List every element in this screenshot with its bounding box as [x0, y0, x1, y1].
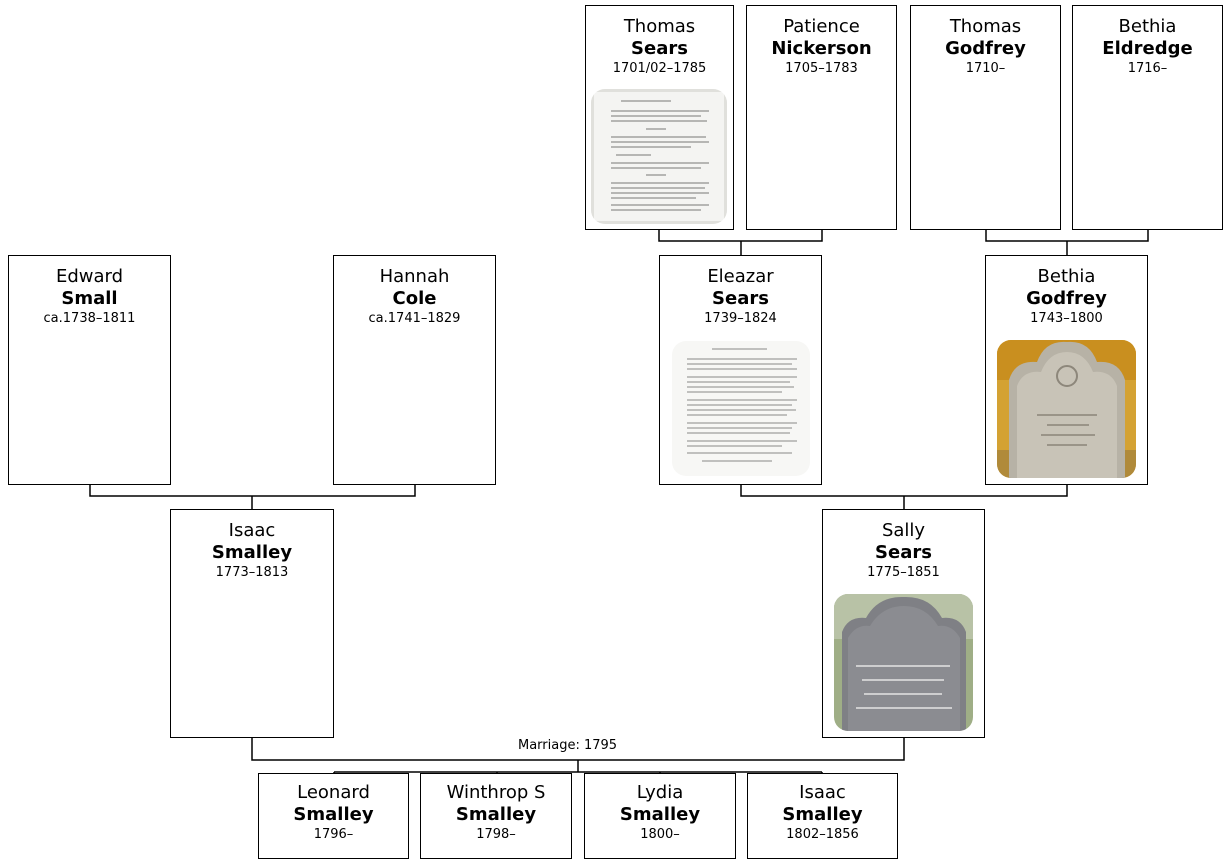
first-name: Patience	[783, 16, 860, 37]
person-card-hannah-cole[interactable]: Hannah Cole ca.1741–1829	[333, 255, 496, 485]
life-years: 1796–	[313, 827, 354, 842]
person-card-winthrop-smalley[interactable]: Winthrop S Smalley 1798–	[420, 773, 572, 859]
first-name: Bethia	[1037, 266, 1096, 287]
gravestone-photo	[834, 594, 973, 731]
last-name: Small	[61, 288, 118, 309]
person-card-sally-sears[interactable]: Sally Sears 1775–1851	[822, 509, 985, 738]
last-name: Godfrey	[1026, 288, 1107, 309]
life-years: ca.1738–1811	[43, 311, 136, 326]
document-photo	[591, 89, 727, 224]
first-name: Eleazar	[707, 266, 774, 287]
first-name: Thomas	[623, 16, 696, 37]
last-name: Godfrey	[945, 38, 1026, 59]
first-name: Bethia	[1118, 16, 1177, 37]
person-card-thomas-godfrey[interactable]: Thomas Godfrey 1710–	[910, 5, 1061, 230]
first-name: Leonard	[297, 782, 370, 803]
first-name: Winthrop S	[446, 782, 546, 803]
life-years: 1705–1783	[785, 61, 858, 76]
life-years: 1773–1813	[215, 565, 289, 580]
life-years: 1716–	[1127, 61, 1168, 76]
person-card-thomas-sears[interactable]: Thomas Sears 1701/02–1785	[585, 5, 734, 230]
first-name: Thomas	[949, 16, 1022, 37]
last-name: Eldredge	[1102, 38, 1193, 59]
first-name: Isaac	[799, 782, 846, 803]
person-card-bethia-godfrey[interactable]: Bethia Godfrey 1743–1800	[985, 255, 1148, 485]
last-name: Smalley	[619, 804, 701, 825]
first-name: Sally	[881, 520, 926, 541]
life-years: ca.1741–1829	[368, 311, 461, 326]
last-name: Smalley	[211, 542, 293, 563]
person-card-edward-small[interactable]: Edward Small ca.1738–1811	[8, 255, 171, 485]
life-years: 1802–1856	[786, 827, 859, 842]
document-photo	[672, 341, 810, 476]
last-name: Smalley	[455, 804, 537, 825]
life-years: 1710–	[965, 61, 1006, 76]
person-card-patience-nickerson[interactable]: Patience Nickerson 1705–1783	[746, 5, 897, 230]
life-years: 1800–	[640, 827, 680, 842]
first-name: Isaac	[228, 520, 276, 541]
person-card-isaac-smalley-jr[interactable]: Isaac Smalley 1802–1856	[747, 773, 898, 859]
first-name: Lydia	[636, 782, 684, 803]
person-card-eleazar-sears[interactable]: Eleazar Sears 1739–1824	[659, 255, 822, 485]
first-name: Edward	[55, 266, 124, 287]
last-name: Smalley	[782, 804, 863, 825]
person-card-leonard-smalley[interactable]: Leonard Smalley 1796–	[258, 773, 409, 859]
person-card-bethia-eldredge[interactable]: Bethia Eldredge 1716–	[1072, 5, 1223, 230]
life-years: 1739–1824	[704, 311, 777, 326]
life-years: 1775–1851	[867, 565, 940, 580]
last-name: Sears	[875, 542, 932, 563]
last-name: Sears	[712, 288, 769, 309]
person-card-lydia-smalley[interactable]: Lydia Smalley 1800–	[584, 773, 736, 859]
person-card-isaac-smalley[interactable]: Isaac Smalley 1773–1813	[170, 509, 334, 738]
last-name: Smalley	[293, 804, 374, 825]
marriage-label: Marriage: 1795	[515, 738, 621, 754]
life-years: 1798–	[476, 827, 516, 842]
gravestone-photo	[997, 340, 1136, 478]
last-name: Sears	[631, 38, 688, 59]
last-name: Cole	[392, 288, 437, 309]
life-years: 1701/02–1785	[612, 61, 707, 76]
last-name: Nickerson	[771, 38, 872, 59]
life-years: 1743–1800	[1030, 311, 1103, 326]
first-name: Hannah	[379, 266, 450, 287]
